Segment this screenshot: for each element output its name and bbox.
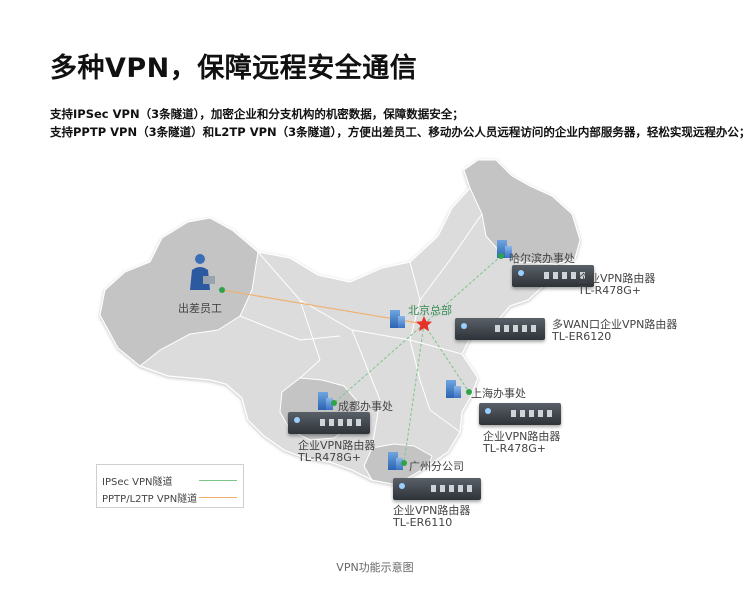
harbin-dot xyxy=(498,253,504,259)
guangzhou-building-icon xyxy=(388,452,403,470)
guangzhou-router xyxy=(393,478,481,500)
legend-ipsec-label: IPSec VPN隧道 xyxy=(102,477,173,488)
guangzhou-router-name: 企业VPN路由器 xyxy=(393,504,471,517)
headquarters-star-icon xyxy=(416,316,432,332)
chengdu-router-model: TL-R478G+ xyxy=(298,451,362,464)
guangzhou-router-model: TL-ER6110 xyxy=(393,516,453,529)
harbin-router xyxy=(512,265,594,287)
legend-box: IPSec VPN隧道 PPTP/L2TP VPN隧道 xyxy=(96,464,244,508)
shanghai-label: 上海办事处 xyxy=(471,387,526,400)
guangzhou-dot xyxy=(401,460,407,466)
beijing-building-icon xyxy=(390,310,405,328)
legend-pptp-label: PPTP/L2TP VPN隧道 xyxy=(102,494,198,505)
shanghai-router-name: 企业VPN路由器 xyxy=(483,430,561,443)
beijing-router xyxy=(455,318,545,340)
chengdu-dot xyxy=(331,400,337,406)
description-line-1: 支持IPSec VPN（3条隧道），加密企业和分支机构的机密数据，保障数据安全； xyxy=(50,107,464,121)
guangzhou-label: 广州分公司 xyxy=(409,460,464,473)
traveler-dot xyxy=(219,287,225,293)
chengdu-router-name: 企业VPN路由器 xyxy=(298,439,376,452)
beijing-router-name: 多WAN口企业VPN路由器 xyxy=(552,318,678,331)
shanghai-dot xyxy=(466,389,472,395)
ipsec-tunnel-lines xyxy=(333,255,502,464)
description-line-2: 支持PPTP VPN（3条隧道）和L2TP VPN（3条隧道），方便出差员工、移… xyxy=(50,125,750,139)
traveler-person-icon xyxy=(190,254,215,290)
harbin-label: 哈尔滨办事处 xyxy=(509,252,575,265)
legend-ipsec-line xyxy=(199,480,237,481)
beijing-router-model: TL-ER6120 xyxy=(552,330,612,343)
chengdu-label: 成都办事处 xyxy=(338,400,393,413)
harbin-router-model: TL-R478G+ xyxy=(578,284,642,297)
beijing-label: 北京总部 xyxy=(408,304,452,317)
shanghai-router xyxy=(479,403,561,425)
region-heilongjiang xyxy=(463,159,581,265)
harbin-building-icon xyxy=(497,240,512,258)
diagram-caption: VPN功能示意图 xyxy=(336,561,414,574)
shanghai-router-model: TL-R478G+ xyxy=(483,442,547,455)
chengdu-router xyxy=(288,412,370,434)
traveler-label: 出差员工 xyxy=(178,302,222,315)
page-title: 多种VPN，保障远程安全通信 xyxy=(50,53,418,84)
shanghai-building-icon xyxy=(446,380,461,398)
chengdu-building-icon xyxy=(318,392,333,410)
harbin-router-name: 企业VPN路由器 xyxy=(578,272,656,285)
province-borders xyxy=(239,213,483,449)
legend-pptp-line xyxy=(199,497,237,498)
